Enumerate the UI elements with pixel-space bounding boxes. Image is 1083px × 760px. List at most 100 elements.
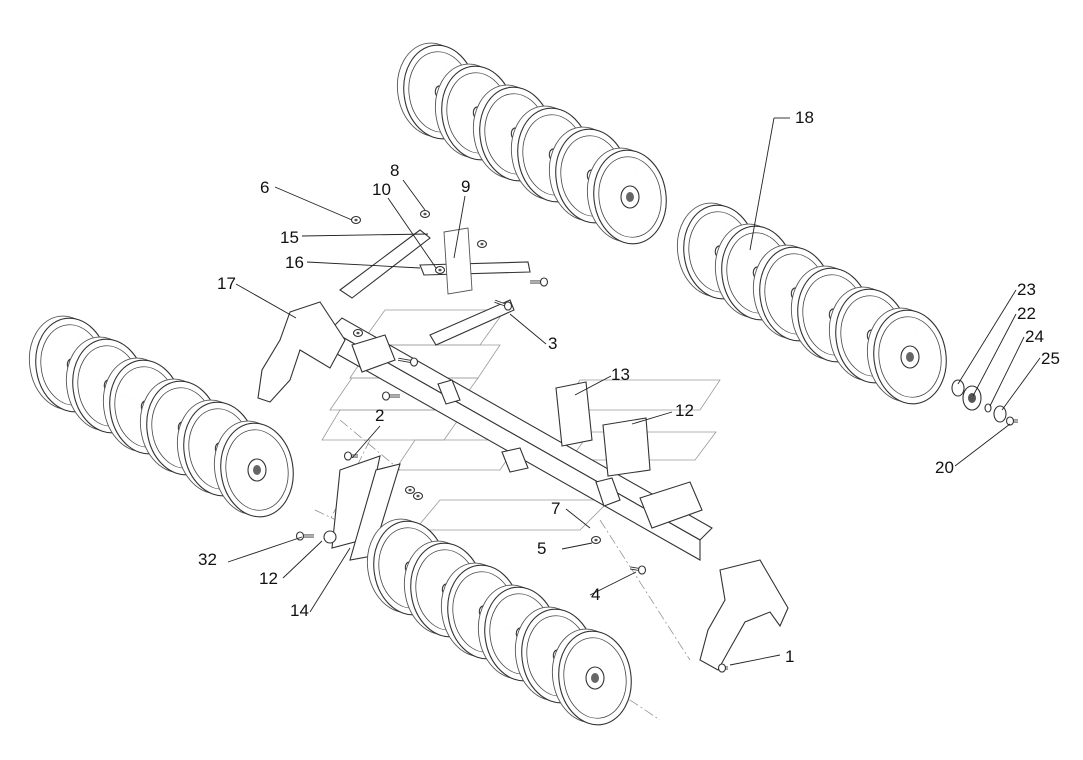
- callout-24[interactable]: 24: [1025, 327, 1044, 346]
- callout-15[interactable]: 15: [280, 228, 299, 247]
- callout-4[interactable]: 4: [591, 585, 601, 604]
- callout-12-right[interactable]: 12: [675, 401, 694, 420]
- nut-10-hole: [438, 268, 442, 272]
- leader-line: [1001, 357, 1041, 411]
- callout-5[interactable]: 5: [537, 539, 547, 558]
- callout-8[interactable]: 8: [390, 161, 400, 180]
- wheel-spoke-inner: [42, 349, 69, 364]
- callout-32[interactable]: 32: [198, 550, 217, 569]
- wheel-rim-inner: [225, 429, 289, 511]
- leader-line: [387, 197, 437, 269]
- roller-bearing-core: [906, 352, 914, 362]
- callout-17[interactable]: 17: [217, 274, 236, 293]
- wheel-spoke-inner: [380, 552, 407, 567]
- leader-line: [954, 423, 1011, 467]
- roller-assembly-left: [28, 315, 294, 518]
- scraper-arm-3: [429, 299, 515, 346]
- upright-plate: [443, 227, 473, 295]
- callout-25[interactable]: 25: [1041, 349, 1060, 368]
- callout-2[interactable]: 2: [375, 406, 385, 425]
- mounting-plate-13: [555, 381, 593, 447]
- leader-line: [351, 425, 381, 459]
- leader-line: [589, 571, 637, 596]
- bolt-left-head: [343, 451, 353, 461]
- wheel-spoke-inner: [486, 118, 513, 133]
- leader-line: [989, 336, 1025, 407]
- callout-9[interactable]: 9: [461, 177, 471, 196]
- bolt-4-head: [637, 565, 647, 575]
- wheel-spoke-inner: [842, 320, 869, 335]
- wheel-spoke-inner: [454, 596, 481, 611]
- callout-14[interactable]: 14: [290, 601, 309, 620]
- clamp-plate-left: [351, 334, 396, 373]
- ghost-outline: [414, 499, 611, 531]
- leader-line: [574, 375, 612, 396]
- callout-13[interactable]: 13: [611, 365, 630, 384]
- right-mount-bracket: [699, 559, 789, 671]
- wheel-spoke-inner: [528, 640, 555, 655]
- nut-lower-2-hole: [416, 494, 420, 498]
- callout-12-left[interactable]: 12: [259, 569, 278, 588]
- leader-line: [402, 179, 426, 211]
- u-bolt-left: [437, 379, 461, 405]
- wheel-spoke-inner: [524, 139, 551, 154]
- bolt-16-head: [539, 277, 549, 287]
- callout-18[interactable]: 18: [795, 108, 814, 127]
- roller-bearing-core: [253, 465, 261, 475]
- bolt-upper-head: [409, 357, 419, 367]
- wheel-spoke-inner: [766, 278, 793, 293]
- leader-line: [631, 411, 673, 425]
- wheel-spoke-inner: [116, 391, 143, 406]
- hardware-parts: [295, 209, 1018, 673]
- bearing-22-bore: [968, 393, 976, 403]
- callout-3[interactable]: 3: [548, 334, 558, 353]
- wheel-spoke-inner: [728, 257, 755, 272]
- callout-23[interactable]: 23: [1017, 280, 1036, 299]
- wheel-spoke-inner: [448, 97, 475, 112]
- leader-line: [957, 289, 1017, 385]
- ghost-outline: [394, 439, 521, 471]
- leader-line: [282, 540, 323, 579]
- roller-assembly-right: [676, 202, 947, 405]
- nut-9-hole: [480, 242, 484, 246]
- scraper-arm-15: [339, 229, 431, 299]
- screw-1-head: [717, 663, 727, 673]
- bolt-2-head: [381, 391, 391, 401]
- mounting-plate-12: [602, 417, 651, 477]
- nut-8-hole: [423, 212, 427, 216]
- leader-line: [306, 261, 421, 269]
- callout-16[interactable]: 16: [285, 253, 304, 272]
- washer-24: [984, 403, 992, 413]
- leader-line: [509, 313, 547, 345]
- roller-assembly-top: [396, 42, 667, 245]
- callout-7[interactable]: 7: [551, 499, 561, 518]
- leader-line: [235, 283, 297, 319]
- wheel-spoke-inner: [804, 299, 831, 314]
- leader-line: [561, 542, 593, 550]
- leader-line: [274, 186, 353, 221]
- callout-6[interactable]: 6: [260, 178, 270, 197]
- nut-upper-hole: [356, 331, 360, 335]
- left-mount-bracket: [257, 301, 346, 403]
- center-line: [339, 419, 401, 471]
- beam-lug: [501, 447, 529, 473]
- wheel-spoke-inner: [417, 574, 444, 589]
- wheel-spoke-inner: [491, 618, 518, 633]
- bolt-3-head: [503, 301, 513, 311]
- center-line: [599, 519, 691, 661]
- wheel-spoke-inner: [410, 76, 437, 91]
- callout-22[interactable]: 22: [1017, 304, 1036, 323]
- nut-6-hole: [354, 218, 358, 222]
- callout-1[interactable]: 1: [785, 647, 795, 666]
- leader-line: [729, 654, 781, 666]
- wheel-spoke-inner: [153, 412, 180, 427]
- wheel-rim-inner: [878, 316, 942, 398]
- screw-20-head: [1005, 416, 1015, 426]
- washer-23: [951, 379, 965, 397]
- callout-20[interactable]: 20: [935, 458, 954, 477]
- wheel-spoke-inner: [79, 370, 106, 385]
- callout-10[interactable]: 10: [372, 180, 391, 199]
- circlip-25: [993, 405, 1007, 423]
- main-beam-frame: [257, 227, 789, 671]
